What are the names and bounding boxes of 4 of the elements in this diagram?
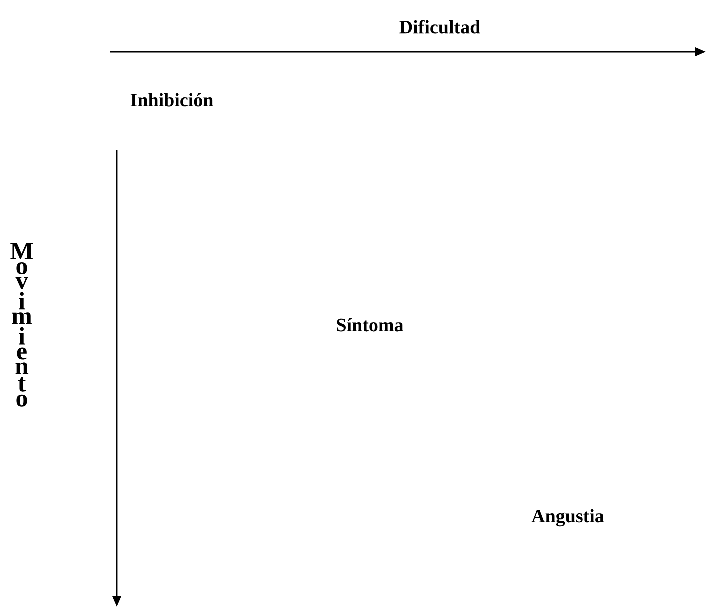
quadrant-label: Angustia xyxy=(532,509,604,527)
quadrant-label: Síntoma xyxy=(337,318,404,332)
quadrant-label: Inhibición xyxy=(130,93,214,107)
axis-label: Dificultad xyxy=(400,20,480,34)
